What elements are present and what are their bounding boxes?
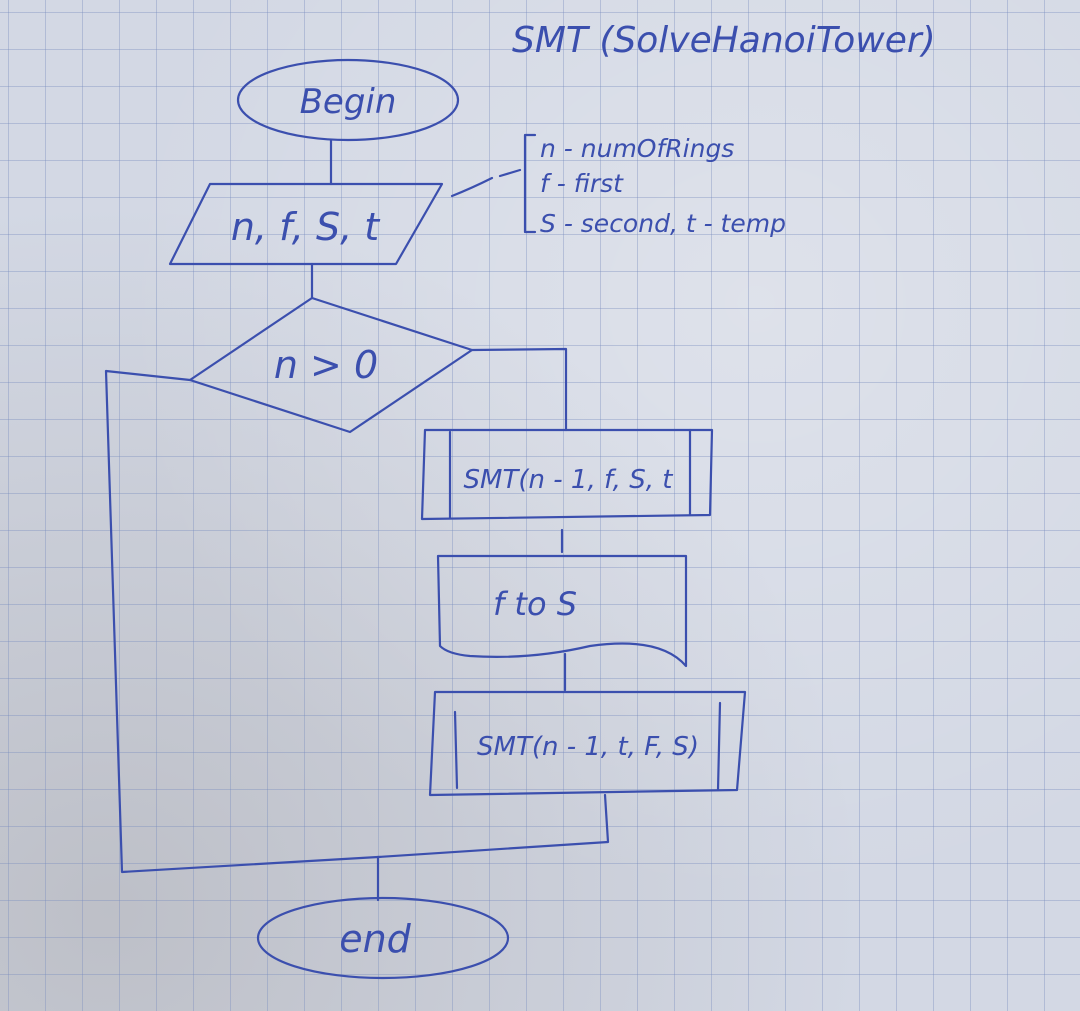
legend-line-1: n - numOfRings bbox=[540, 134, 734, 163]
diagram-title: SMT (SolveHanoiTower) bbox=[512, 20, 936, 61]
legend-line-2: f - first bbox=[540, 169, 624, 198]
call-2-left-bar bbox=[453, 710, 459, 790]
call-1-process-box bbox=[420, 428, 714, 521]
end-label: end bbox=[339, 917, 411, 961]
call-2-label: SMT(n - 1, t, F, S) bbox=[477, 732, 699, 762]
legend-line-3: S - second, t - temp bbox=[540, 209, 786, 238]
end-terminator bbox=[256, 896, 510, 980]
move-document-shape bbox=[436, 554, 688, 668]
call-2-process-box bbox=[428, 690, 747, 797]
legend-bracket bbox=[523, 133, 537, 234]
no-branch-line bbox=[104, 369, 380, 874]
begin-terminator bbox=[236, 58, 460, 142]
input-parallelogram bbox=[168, 182, 444, 266]
call-2-right-bar bbox=[716, 701, 722, 792]
condition-diamond bbox=[188, 296, 474, 434]
yes-branch-line bbox=[470, 347, 568, 432]
return-merge-line bbox=[376, 793, 610, 859]
condition-label: n > 0 bbox=[274, 343, 378, 387]
move-label: f to S bbox=[493, 585, 577, 623]
call-1-label: SMT(n - 1, f, S, t bbox=[464, 465, 674, 495]
input-label: n, f, S, t bbox=[231, 205, 381, 249]
begin-label: Begin bbox=[300, 82, 397, 122]
legend-connector bbox=[450, 168, 522, 198]
